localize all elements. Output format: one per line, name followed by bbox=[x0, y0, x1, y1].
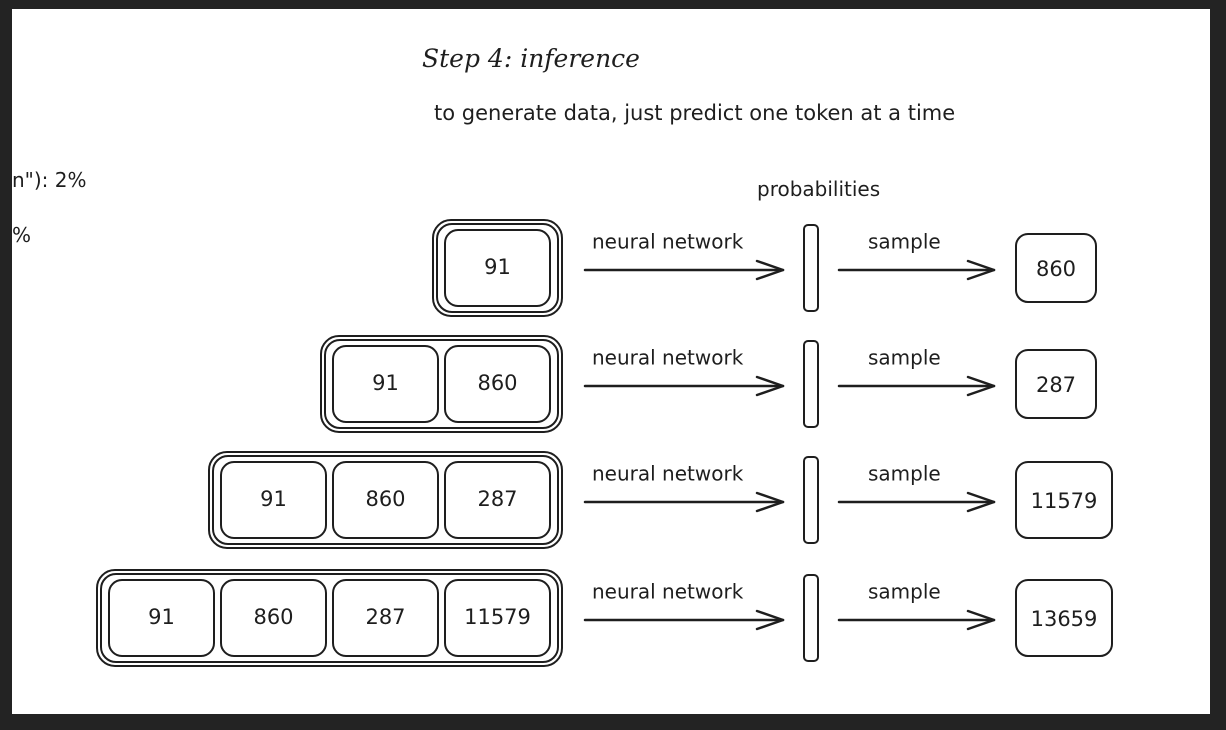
output-token-label: 11579 bbox=[1031, 489, 1098, 513]
token-label: 11579 bbox=[464, 605, 531, 629]
token-box bbox=[220, 579, 327, 657]
diagram-subtitle: to generate data, just predict one token… bbox=[434, 101, 955, 125]
neural-network-arrow bbox=[583, 609, 785, 631]
output-token-box bbox=[1015, 233, 1097, 303]
neural-network-arrow-head bbox=[755, 491, 785, 513]
output-token-label: 287 bbox=[1036, 373, 1076, 397]
token-box bbox=[220, 461, 327, 539]
output-token-box bbox=[1015, 349, 1097, 419]
probabilities-bar bbox=[803, 340, 819, 428]
token-label: 91 bbox=[484, 255, 511, 279]
token-label: 91 bbox=[372, 371, 399, 395]
output-token-label: 13659 bbox=[1031, 607, 1098, 631]
neural-network-label: neural network bbox=[592, 462, 744, 486]
inference-row-3: 91 860 287 neural network sample 11579 bbox=[208, 451, 1113, 549]
inference-row-1: 91 neural network sample 860 bbox=[432, 219, 1097, 317]
sample-arrow bbox=[837, 259, 996, 281]
token-label: 91 bbox=[260, 487, 287, 511]
neural-network-arrow-head bbox=[755, 609, 785, 631]
neural-network-label: neural network bbox=[592, 346, 744, 370]
rows-layer: 91 neural network sample 860 91 860 neural net… bbox=[96, 219, 1113, 667]
token-box bbox=[332, 345, 439, 423]
token-label: 860 bbox=[253, 605, 293, 629]
sample-arrow-head bbox=[966, 259, 996, 281]
probabilities-bar bbox=[803, 456, 819, 544]
neural-network-arrow-head bbox=[755, 259, 785, 281]
token-sequence-outer bbox=[320, 335, 563, 433]
token-box bbox=[444, 345, 551, 423]
diagram-title: Step 4: inference bbox=[422, 44, 640, 73]
token-sequence-inner bbox=[212, 455, 559, 545]
inference-diagram: Step 4: inference to generate data, just… bbox=[12, 44, 1113, 667]
neural-network-arrow bbox=[583, 259, 785, 281]
neural-network-label: neural network bbox=[592, 230, 744, 254]
token-box bbox=[332, 461, 439, 539]
token-label: 91 bbox=[148, 605, 175, 629]
inference-row-2: 91 860 neural network sample 287 bbox=[320, 335, 1097, 433]
sample-label: sample bbox=[868, 346, 941, 370]
output-token-label: 860 bbox=[1036, 257, 1076, 281]
neural-network-arrow bbox=[583, 491, 785, 513]
sample-label: sample bbox=[868, 462, 941, 486]
token-box bbox=[108, 579, 215, 657]
probabilities-label: probabilities bbox=[757, 177, 880, 201]
cut-off-text-1: n"): 2% bbox=[12, 168, 87, 192]
probabilities-bar bbox=[803, 224, 819, 312]
neural-network-label: neural network bbox=[592, 580, 744, 604]
token-box bbox=[332, 579, 439, 657]
sample-arrow bbox=[837, 609, 996, 631]
token-box bbox=[444, 461, 551, 539]
sample-arrow-head bbox=[966, 491, 996, 513]
sample-arrow bbox=[837, 375, 996, 397]
neural-network-arrow bbox=[583, 375, 785, 397]
token-sequence-outer bbox=[96, 569, 563, 667]
probabilities-bar bbox=[803, 574, 819, 662]
output-token-box bbox=[1015, 461, 1113, 539]
output-token-box bbox=[1015, 579, 1113, 657]
token-label: 287 bbox=[365, 605, 405, 629]
neural-network-arrow-head bbox=[755, 375, 785, 397]
token-label: 860 bbox=[365, 487, 405, 511]
token-sequence-inner bbox=[100, 573, 559, 663]
token-box bbox=[444, 229, 551, 307]
cut-off-text-2: % bbox=[12, 223, 31, 247]
token-sequence-inner bbox=[324, 339, 559, 429]
sample-label: sample bbox=[868, 230, 941, 254]
whiteboard-canvas: Step 4: inference to generate data, just… bbox=[12, 9, 1210, 714]
sample-arrow-head bbox=[966, 375, 996, 397]
token-sequence-outer bbox=[208, 451, 563, 549]
token-label: 860 bbox=[477, 371, 517, 395]
sample-label: sample bbox=[868, 580, 941, 604]
token-sequence-outer bbox=[432, 219, 563, 317]
token-label: 287 bbox=[477, 487, 517, 511]
token-box bbox=[444, 579, 551, 657]
sample-arrow bbox=[837, 491, 996, 513]
token-sequence-inner bbox=[436, 223, 559, 313]
inference-row-4: 91 860 287 11579 neural network sample 13659 bbox=[96, 569, 1113, 667]
sample-arrow-head bbox=[966, 609, 996, 631]
